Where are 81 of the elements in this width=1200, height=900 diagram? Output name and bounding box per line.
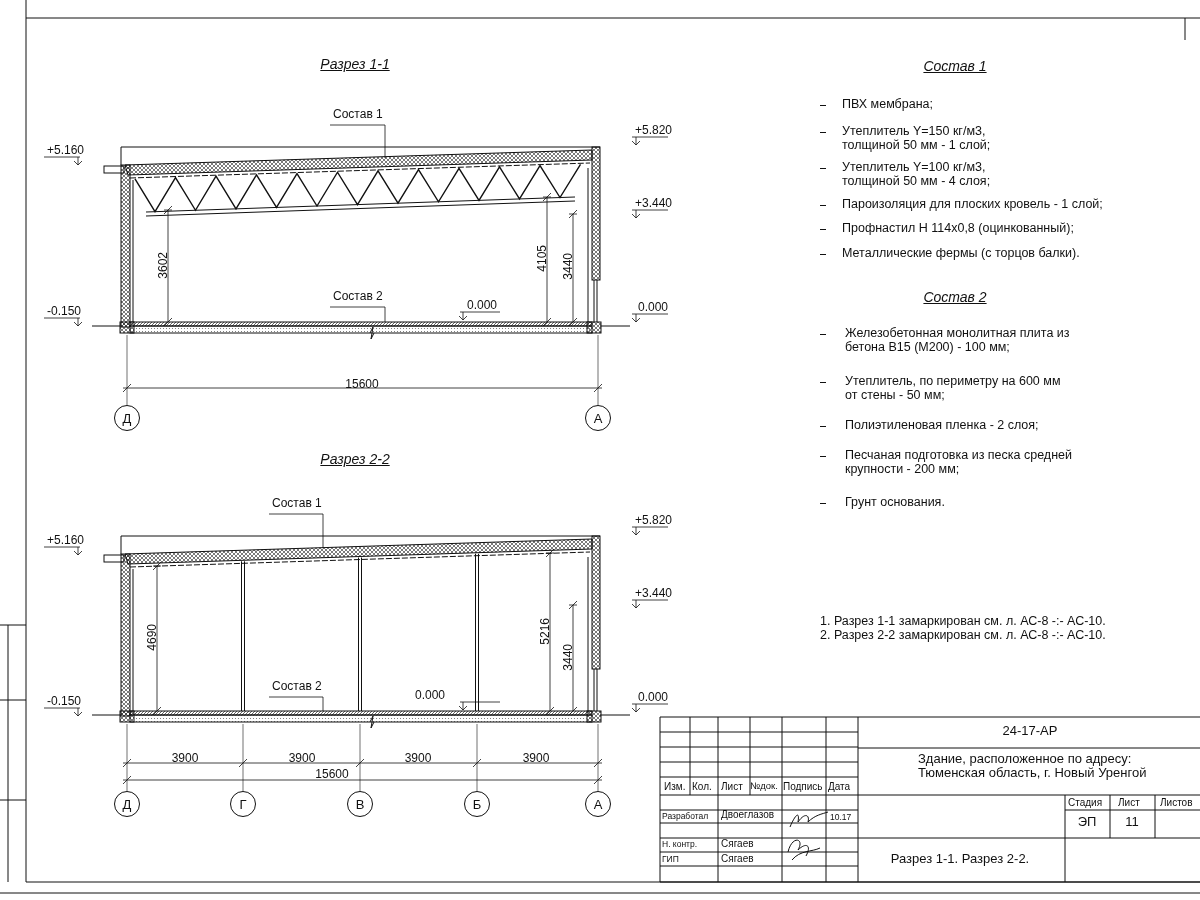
person-name: Двоеглазов bbox=[721, 809, 775, 820]
leader-line bbox=[329, 306, 386, 323]
drawing-code: 24-17-АР bbox=[1002, 724, 1058, 738]
leader-text: Состав 1 bbox=[333, 107, 383, 121]
project-address: Здание, расположенное по адресу: Тюменская область, г. Новый Уренгой bbox=[918, 752, 1148, 780]
floor-slab bbox=[129, 321, 593, 334]
column-header: Кол. bbox=[692, 781, 712, 792]
dimension-value: 3900 bbox=[404, 751, 432, 765]
leader-text: Состав 2 bbox=[272, 679, 322, 693]
column-header: Стадия bbox=[1068, 797, 1103, 808]
axis-marker: Б bbox=[464, 791, 490, 817]
level-value: +5.160 bbox=[47, 533, 85, 547]
column-header: Подпись bbox=[783, 781, 823, 792]
dimension-value: 5216 bbox=[538, 618, 552, 645]
layer-spec: Утеплитель Y=100 кг/м3, толщиной 50 мм - 4 слоя; bbox=[842, 160, 992, 188]
dimension-value: 4690 bbox=[145, 624, 159, 651]
axis-marker: А bbox=[585, 791, 611, 817]
role-text: Н. контр. bbox=[662, 840, 698, 849]
level-value: 0.000 bbox=[415, 688, 446, 702]
leader-line bbox=[268, 513, 324, 549]
axis-marker: Д bbox=[114, 791, 140, 817]
dimension-value: 15600 bbox=[315, 767, 349, 781]
column-header: №док. bbox=[750, 781, 778, 791]
layer-spec: Грунт основания. bbox=[845, 495, 945, 509]
layer-spec: Утеплитель Y=150 кг/м3, толщиной 50 мм - 1 слой; bbox=[842, 124, 992, 152]
layer-spec: Металлические фермы (с торцов балки). bbox=[842, 246, 1080, 260]
stage-value: ЭП bbox=[1077, 815, 1097, 829]
level-value: 0.000 bbox=[638, 300, 669, 314]
floor-slab bbox=[129, 710, 593, 723]
level-value: 0.000 bbox=[467, 298, 498, 312]
composition-title: Состав 1 bbox=[923, 59, 987, 74]
column-header: Изм. bbox=[664, 781, 686, 792]
roof-layer bbox=[124, 149, 593, 176]
layer-spec: Железобетонная монолитная плита из бетона В15 (М200) - 100 мм; bbox=[845, 326, 1071, 354]
sheet-number: 11 bbox=[1125, 815, 1139, 829]
level-value: +5.820 bbox=[635, 123, 673, 137]
layer-spec: Пароизоляция для плоских кровель - 1 слой; bbox=[842, 197, 1103, 211]
leader-line bbox=[268, 696, 324, 712]
section-title: Разрез 2-2 bbox=[320, 452, 390, 467]
leader-text: Состав 1 bbox=[272, 496, 322, 510]
note-text: 2. Разрез 2-2 замаркирован см. л. АС-8 -:- АС-10. bbox=[820, 628, 1106, 642]
roof-layer bbox=[124, 538, 593, 565]
dimension-value: 3440 bbox=[561, 253, 575, 280]
axis-marker: А bbox=[585, 405, 611, 431]
date-text: 10.17 bbox=[830, 813, 852, 822]
composition-title: Состав 2 bbox=[923, 290, 987, 305]
axis-marker: Д bbox=[114, 405, 140, 431]
level-value: -0.150 bbox=[47, 304, 82, 318]
leader-line bbox=[329, 124, 386, 159]
level-value: +5.160 bbox=[47, 143, 85, 157]
dimension-value: 4105 bbox=[535, 245, 549, 272]
level-value: 0.000 bbox=[638, 690, 669, 704]
level-value: +3.440 bbox=[635, 586, 673, 600]
layer-spec: Полиэтиленовая пленка - 2 слоя; bbox=[845, 418, 1039, 432]
layer-spec: Утеплитель, по периметру на 600 мм от стены - 50 мм; bbox=[845, 374, 1062, 402]
note-text: 1. Разрез 1-1 замаркирован см. л. АС-8 -:- АС-10. bbox=[820, 614, 1106, 628]
layer-spec: Песчаная подготовка из песка средней крупности - 200 мм; bbox=[845, 448, 1073, 476]
dimension-value: 15600 bbox=[345, 377, 379, 391]
dimension-value: 3900 bbox=[288, 751, 316, 765]
column-header: Лист bbox=[721, 781, 743, 792]
column-header: Дата bbox=[828, 781, 851, 792]
person-name: Сягаев bbox=[721, 838, 754, 849]
level-value: -0.150 bbox=[47, 694, 82, 708]
column-header: Лист bbox=[1118, 797, 1140, 808]
level-value: +5.820 bbox=[635, 513, 673, 527]
axis-marker: В bbox=[347, 791, 373, 817]
sheet-title: Разрез 1-1. Разрез 2-2. bbox=[890, 852, 1030, 866]
person-name: Сягаев bbox=[721, 853, 754, 864]
dimension-value: 3440 bbox=[561, 644, 575, 671]
level-value: +3.440 bbox=[635, 196, 673, 210]
role-text: ГИП bbox=[662, 855, 679, 864]
column-header: Листов bbox=[1160, 797, 1193, 808]
section-title: Разрез 1-1 bbox=[320, 57, 390, 72]
role-text: Разработал bbox=[662, 812, 709, 821]
dimension-value: 3900 bbox=[171, 751, 199, 765]
dimension-value: 3602 bbox=[156, 252, 170, 279]
layer-spec: Профнастил Н 114х0,8 (оцинкованный); bbox=[842, 221, 1074, 235]
leader-text: Состав 2 bbox=[333, 289, 383, 303]
axis-marker: Г bbox=[230, 791, 256, 817]
dimension-value: 3900 bbox=[522, 751, 550, 765]
layer-spec: ПВХ мембрана; bbox=[842, 97, 933, 111]
